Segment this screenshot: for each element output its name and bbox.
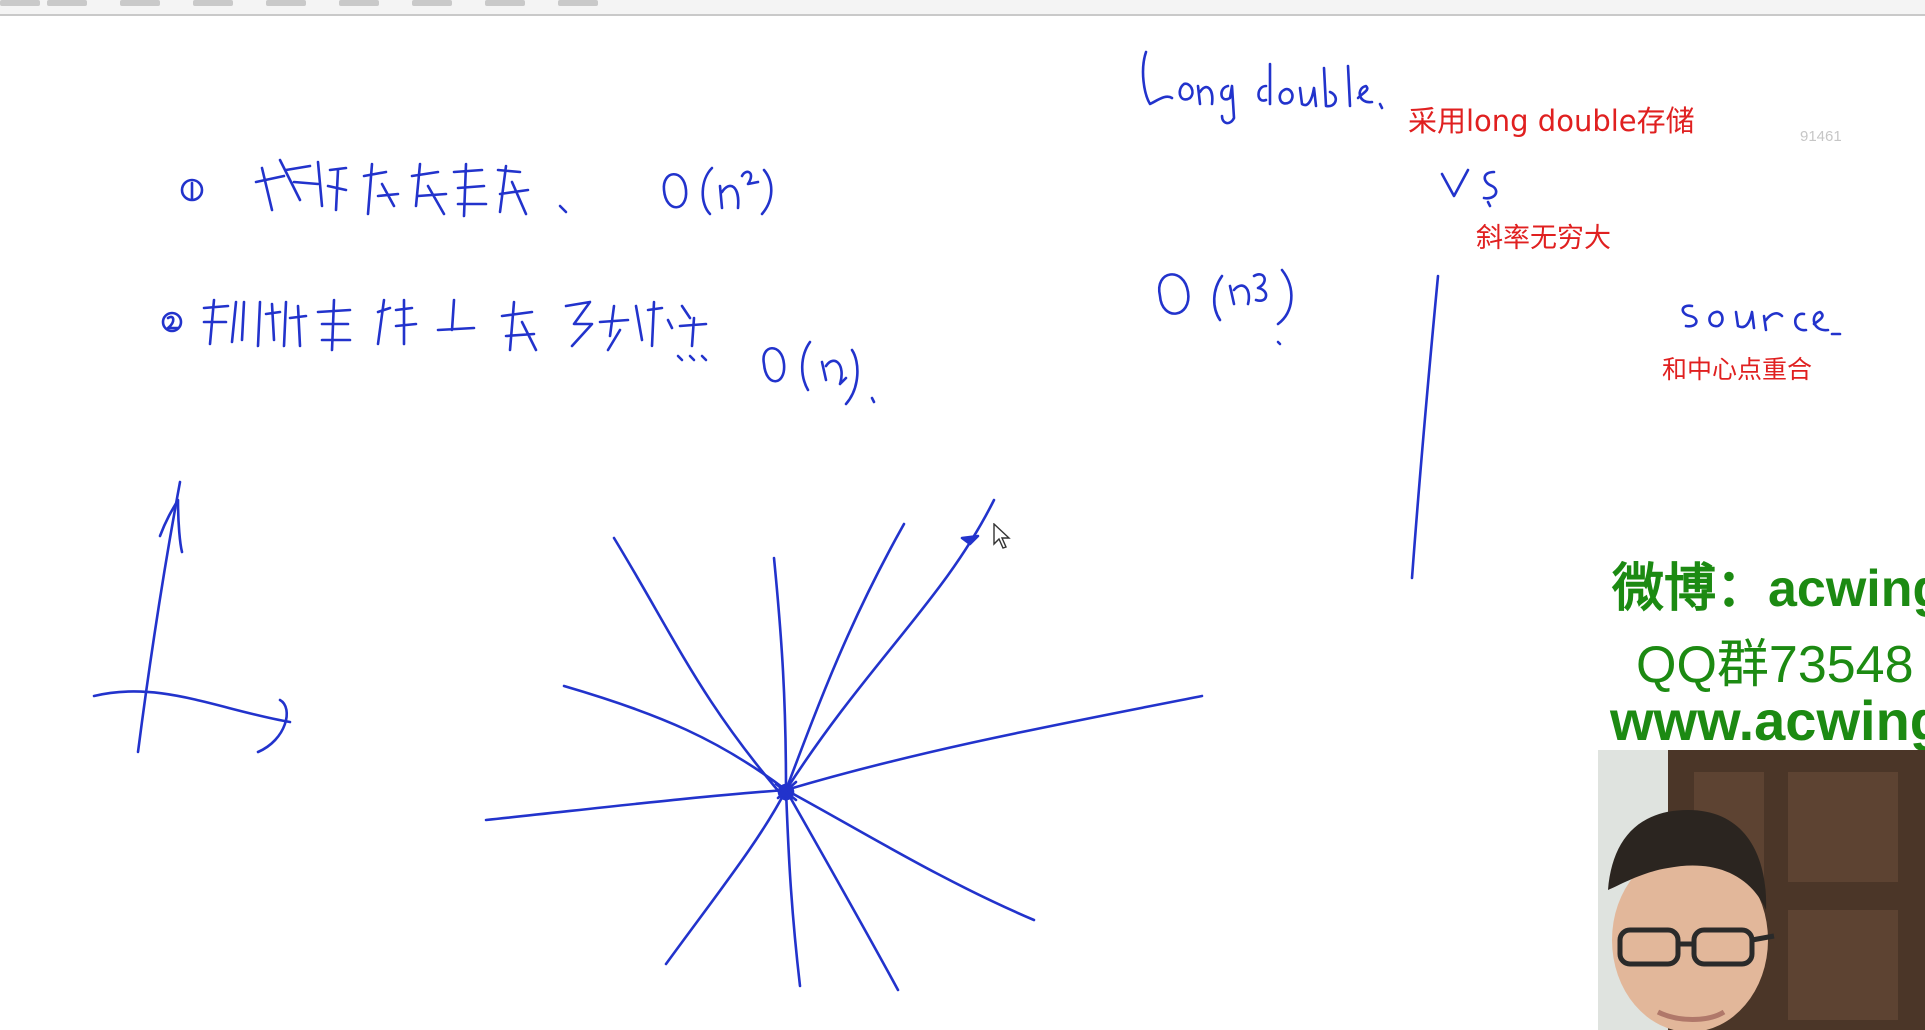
qq-group-overlay-text: QQ群73548 <box>1636 636 1914 694</box>
menu-item[interactable] <box>120 0 170 10</box>
handwritten-vs-text <box>1440 168 1498 208</box>
menu-item[interactable] <box>47 0 97 10</box>
lines-through-center-point <box>484 498 1204 992</box>
handwritten-long-double-text <box>1141 50 1384 125</box>
center-point <box>774 780 798 802</box>
handwritten-o-n-cubed-text <box>1157 268 1293 346</box>
whiteboard-canvas[interactable] <box>0 18 1925 1030</box>
watermark-id: 91461 <box>1800 128 1842 145</box>
vertical-divider-line <box>1410 274 1440 580</box>
coincide-center-note: 和中心点重合 <box>1662 355 1813 384</box>
menu-item[interactable] <box>193 0 243 10</box>
menu-item[interactable] <box>339 0 389 10</box>
menu-item[interactable] <box>266 0 316 10</box>
menu-item[interactable] <box>485 0 535 10</box>
website-overlay-text: www.acwing <box>1610 689 1925 752</box>
axes-sketch <box>92 480 292 754</box>
webcam-image <box>1598 750 1925 1030</box>
menu-bar <box>0 0 1925 16</box>
menu-item[interactable] <box>412 0 462 10</box>
handwritten-source-text <box>1681 304 1842 336</box>
weibo-overlay-text: 微博：acwing <box>1612 560 1925 618</box>
handwritten-step-two-text <box>161 298 876 406</box>
handwritten-step-one-text <box>180 158 773 218</box>
long-double-note: 采用long double存储 <box>1408 104 1695 138</box>
webcam-video <box>1598 750 1925 1030</box>
menu-item[interactable] <box>0 0 50 10</box>
mouse-pointer-icon <box>993 523 1011 549</box>
menu-item[interactable] <box>558 0 608 10</box>
slope-infinite-note: 斜率无穷大 <box>1476 223 1611 254</box>
